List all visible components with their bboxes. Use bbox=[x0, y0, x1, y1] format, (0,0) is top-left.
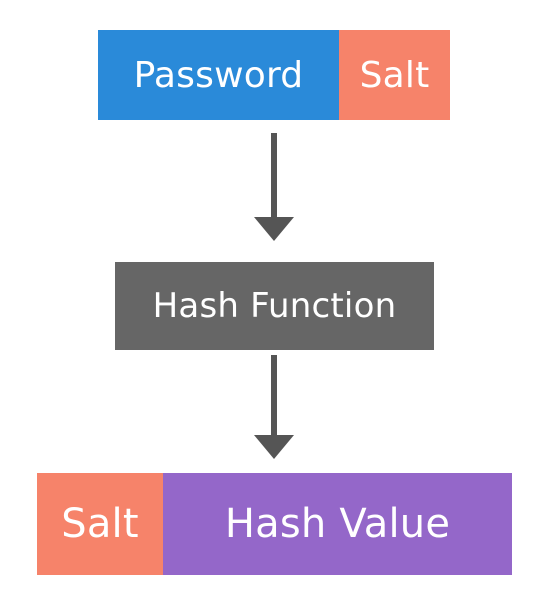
arrow-head bbox=[254, 217, 294, 241]
salt-input-box: Salt bbox=[339, 30, 450, 120]
arrow-down-icon bbox=[254, 133, 294, 241]
arrow-shaft bbox=[271, 355, 277, 437]
hash-value-box: Hash Value bbox=[163, 473, 512, 575]
arrow-down-icon bbox=[254, 355, 294, 459]
salt-output-box: Salt bbox=[37, 473, 163, 575]
arrow-head bbox=[254, 435, 294, 459]
hash-function-box: Hash Function bbox=[115, 262, 434, 350]
arrow-shaft bbox=[271, 133, 277, 219]
password-box: Password bbox=[98, 30, 339, 120]
